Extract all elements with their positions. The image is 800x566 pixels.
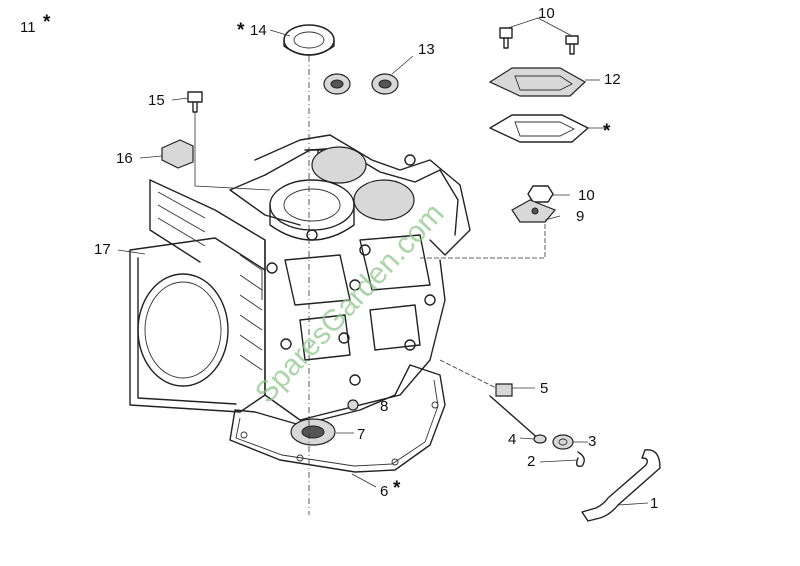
callout-2: 2 [527, 453, 535, 470]
clip-2 [575, 451, 585, 468]
nut-3 [552, 434, 574, 450]
lower-oil-seal [290, 418, 336, 446]
asterisk-6: * [393, 478, 401, 499]
governor-shaft-5 [489, 383, 541, 441]
callout-10-top: 10 [538, 5, 555, 22]
callout-labels: 11 * * 14 13 10 12 * 15 16 17 10 9 8 7 6… [20, 5, 658, 512]
callout-9: 9 [576, 208, 584, 225]
callout-7: 7 [357, 426, 365, 443]
breather-cover [488, 67, 587, 97]
callout-17: 17 [94, 241, 111, 258]
callout-4: 4 [508, 431, 516, 448]
bolt-15 [187, 91, 203, 113]
leader-lines [117, 17, 649, 515]
callout-5: 5 [540, 380, 548, 397]
washer-4 [533, 434, 547, 444]
asterisk-11: * [43, 12, 51, 33]
callout-1: 1 [650, 495, 658, 512]
bolts-top [499, 27, 579, 55]
callout-12: 12 [604, 71, 621, 88]
upper-oil-seal [283, 24, 335, 56]
callout-10-right: 10 [578, 187, 595, 204]
callout-8: 8 [380, 398, 388, 415]
callout-13: 13 [418, 41, 435, 58]
callout-16: 16 [116, 150, 133, 167]
callout-6: 6 [380, 483, 388, 500]
callout-3: 3 [588, 433, 596, 450]
engine-block [129, 134, 471, 421]
asterisk-14: * [237, 20, 245, 41]
bracket-16 [161, 139, 194, 169]
breather-hose-1 [581, 449, 661, 522]
dowel-pin [347, 399, 359, 411]
nut-10 [527, 185, 554, 203]
callout-15: 15 [148, 92, 165, 109]
callout-14: 14 [250, 22, 267, 39]
callout-11: 11 [20, 19, 36, 36]
asterisk-gasket: * [603, 121, 611, 142]
camshaft-seals [323, 73, 399, 95]
